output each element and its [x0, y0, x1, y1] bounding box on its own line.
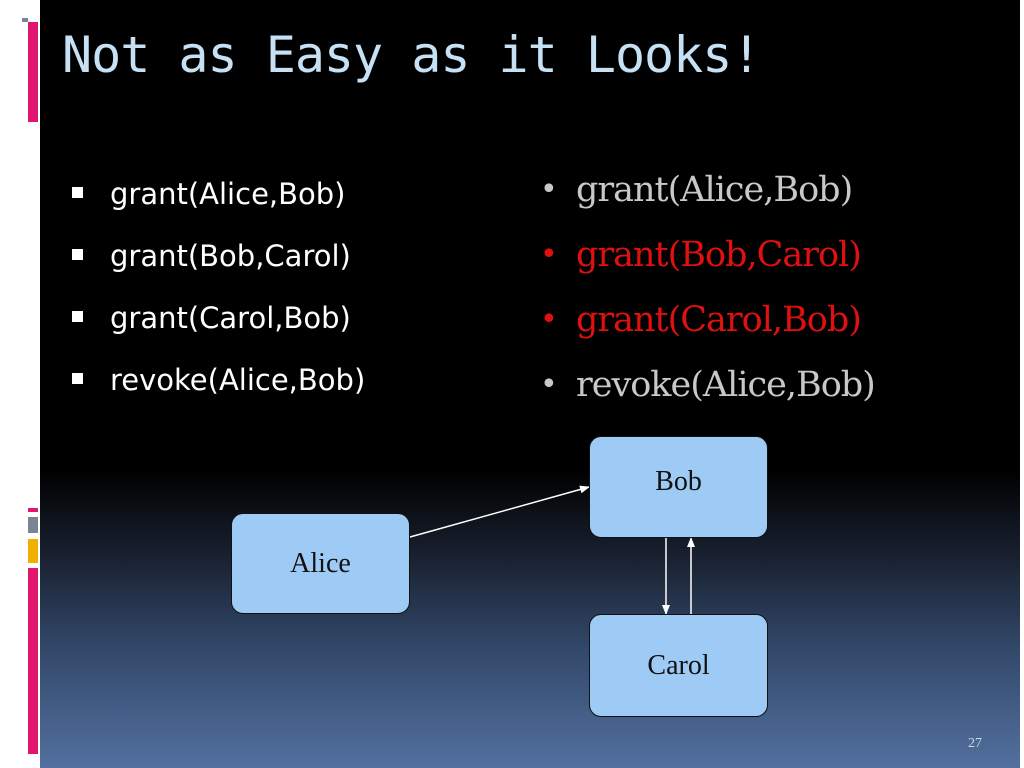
accent-bar-top-pink [28, 22, 38, 122]
node-label: Bob [655, 466, 702, 497]
square-bullet-icon [72, 373, 83, 384]
edge-alice-to-bob [409, 485, 590, 538]
round-bullet-icon: • [540, 367, 558, 402]
square-bullet-icon [72, 311, 83, 322]
list-item: • grant(Alice,Bob) [540, 165, 875, 230]
list-item: grant(Carol,Bob) [72, 296, 365, 358]
node-label: Carol [647, 649, 710, 681]
right-bullet-list: • grant(Alice,Bob) • grant(Bob,Carol) • gra… [540, 165, 876, 425]
slide-title: Not as Easy as it Looks! [62, 26, 761, 84]
list-item-text: grant(Alice,Bob) [110, 177, 346, 211]
right-white-edge [1020, 0, 1024, 768]
list-item-text: grant(Alice,Bob) [576, 170, 853, 210]
list-item-text: grant(Bob,Carol) [110, 239, 351, 273]
list-item: • grant(Bob,Carol) [540, 230, 875, 295]
list-item: grant(Bob,Carol) [72, 234, 365, 296]
round-bullet-icon: • [540, 237, 558, 272]
list-item-text: grant(Carol,Bob) [576, 300, 862, 340]
node-label: Alice [290, 547, 351, 579]
round-bullet-icon: • [540, 172, 558, 207]
accent-bar-pink-small [28, 508, 38, 512]
accent-bar-gray [28, 517, 38, 533]
accent-bar-top-gray [22, 18, 28, 22]
node-carol: Carol [589, 614, 768, 717]
accent-bar-gold [28, 539, 38, 563]
square-bullet-icon [72, 249, 83, 260]
list-item-text: revoke(Alice,Bob) [576, 365, 876, 405]
round-bullet-icon: • [540, 302, 558, 337]
list-item-text: grant(Carol,Bob) [110, 301, 351, 335]
left-bullet-list: grant(Alice,Bob) grant(Bob,Carol) grant(… [72, 172, 365, 420]
list-item: • revoke(Alice,Bob) [540, 360, 876, 425]
node-alice: Alice [231, 513, 410, 614]
list-item: revoke(Alice,Bob) [72, 358, 365, 420]
list-item-text: grant(Bob,Carol) [576, 235, 862, 275]
list-item: grant(Alice,Bob) [72, 172, 365, 234]
square-bullet-icon [72, 187, 83, 198]
page-number: 27 [968, 736, 982, 751]
node-bob: Bob [589, 436, 768, 538]
list-item-text: revoke(Alice,Bob) [110, 363, 366, 397]
list-item: • grant(Carol,Bob) [540, 295, 875, 360]
accent-bar-pink-long [28, 568, 38, 754]
